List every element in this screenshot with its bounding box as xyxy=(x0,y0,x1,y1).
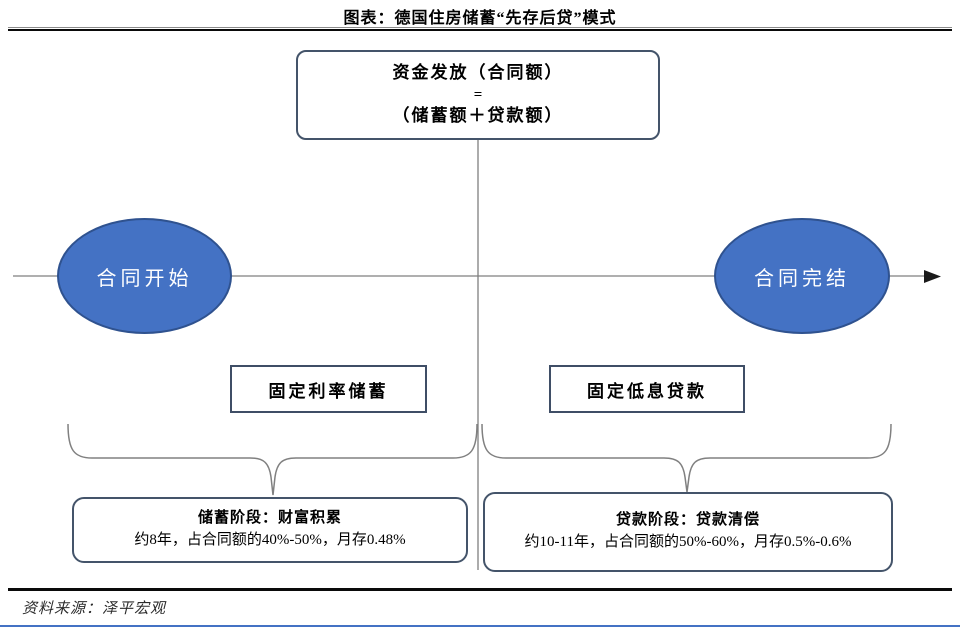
contract-start-label: 合同开始 xyxy=(96,267,193,290)
source-note: 资料来源：泽平宏观 xyxy=(22,601,167,617)
page-title: 图表：德国住房储蓄“先存后贷”模式 xyxy=(343,10,617,27)
loan-phase-title: 贷款阶段：贷款清偿 xyxy=(615,512,760,529)
loan-brace xyxy=(481,423,892,493)
saving-phase-title: 储蓄阶段：财富积累 xyxy=(197,510,342,527)
bottom-accent-line xyxy=(0,625,960,627)
timeline-arrowhead-icon xyxy=(924,270,941,283)
loan-phase-desc: 约10-11年，占合同额的50%-60%，月存0.5%-0.6% xyxy=(524,534,852,550)
title-divider xyxy=(8,27,952,31)
contract-start-node: 合同开始 xyxy=(57,218,232,334)
formula-equals: = xyxy=(473,86,483,103)
contract-end-node: 合同完结 xyxy=(714,218,890,334)
fixed-rate-saving-label: 固定利率储蓄 xyxy=(268,381,389,401)
formula-line-2: （储蓄额＋贷款额） xyxy=(392,106,564,126)
loan-phase-detail-box: 贷款阶段：贷款清偿 约10-11年，占合同额的50%-60%，月存0.5%-0.… xyxy=(483,492,893,572)
footer-divider xyxy=(8,588,952,591)
fixed-low-interest-loan-label: 固定低息贷款 xyxy=(587,381,707,401)
formula-line-1: 资金发放（合同额） xyxy=(392,63,564,83)
funds-release-formula-box: 资金发放（合同额） = （储蓄额＋贷款额） xyxy=(296,50,660,140)
saving-phase-desc: 约8年，占合同额的40%-50%，月存0.48% xyxy=(134,532,406,548)
saving-brace xyxy=(67,423,478,496)
saving-phase-detail-box: 储蓄阶段：财富积累 约8年，占合同额的40%-50%，月存0.48% xyxy=(72,497,468,563)
fixed-rate-saving-box: 固定利率储蓄 xyxy=(230,365,427,413)
contract-end-label: 合同完结 xyxy=(754,267,850,290)
fixed-low-interest-loan-box: 固定低息贷款 xyxy=(549,365,745,413)
